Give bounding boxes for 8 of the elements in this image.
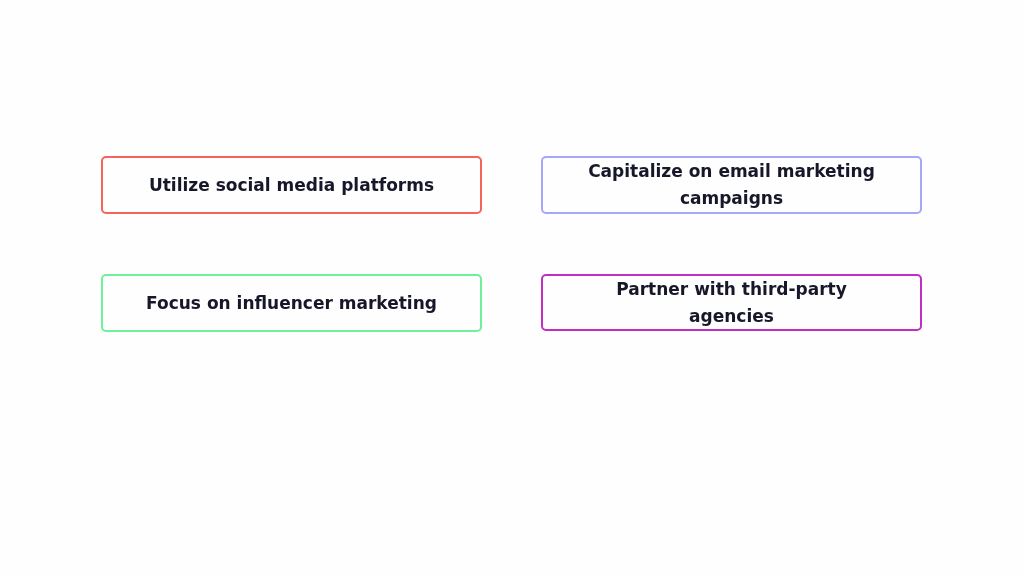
box-label: Focus on influencer marketing xyxy=(146,291,437,315)
process-box xyxy=(541,274,922,331)
process-box xyxy=(541,156,922,214)
box-label: Capitalize on email marketing campaigns xyxy=(587,160,876,210)
process-box xyxy=(101,274,482,332)
box-label: Partner with third-party agencies xyxy=(615,277,848,328)
process-box xyxy=(101,156,482,214)
box-label: Utilize social media platforms xyxy=(148,173,435,197)
